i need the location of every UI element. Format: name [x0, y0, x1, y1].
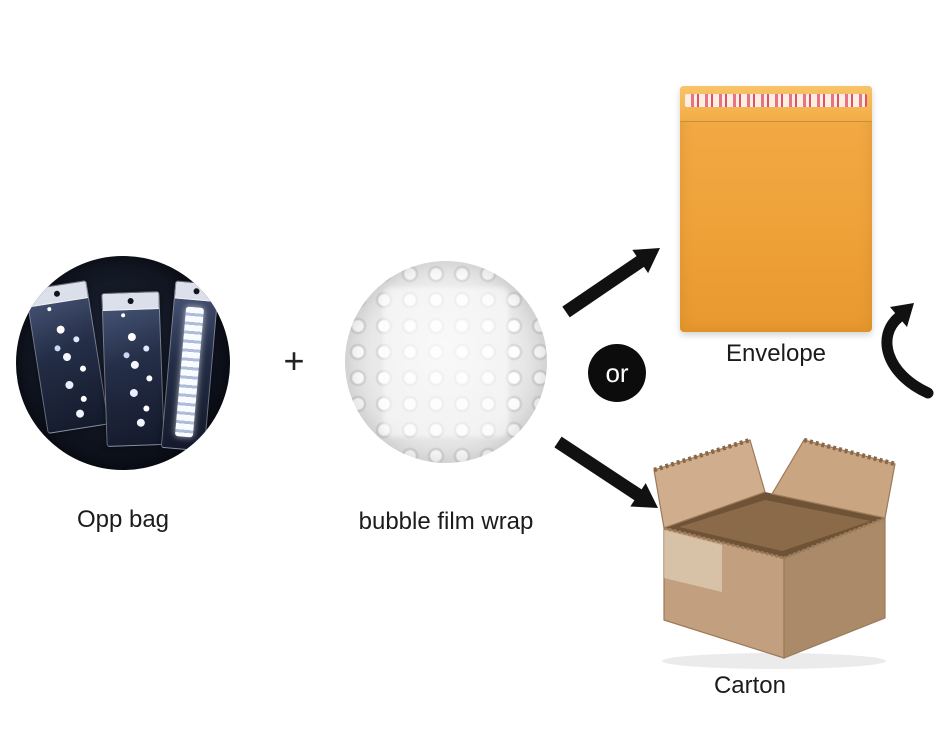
opp-bag-label: Opp bag	[76, 506, 170, 533]
carton-image	[653, 437, 896, 669]
jewelry-pouch	[101, 291, 165, 447]
opp-bag-photo	[16, 256, 230, 470]
plus-sign: +	[283, 340, 305, 381]
corrugation-edge	[803, 437, 896, 467]
envelope-flap	[680, 86, 872, 122]
carton-label-patch	[664, 530, 722, 592]
arrow-to-carton-icon	[554, 436, 658, 508]
carton-label: Carton	[713, 672, 787, 699]
pouch-hang-tab	[102, 292, 159, 312]
corrugation-edge	[653, 437, 751, 473]
pouch-hang-tab	[26, 281, 89, 308]
jewelry-pouch	[160, 280, 220, 452]
jewelry-pouch	[24, 280, 110, 434]
photo-highlight	[345, 261, 547, 463]
or-badge: or	[588, 344, 646, 402]
or-badge-label: or	[605, 357, 629, 388]
corrugation-rim	[783, 516, 886, 560]
bubble-wrap-photo	[345, 261, 547, 463]
carton-right-flap	[771, 439, 896, 519]
jewelry-sparkle-cluster	[47, 306, 52, 312]
envelope-tamper-strip	[685, 94, 867, 107]
corrugation-rim	[663, 526, 785, 560]
carton-interior-walls	[679, 500, 871, 551]
arrow-to-envelope-icon	[562, 248, 660, 318]
bubble-wrap-label: bubble film wrap	[358, 508, 534, 535]
jewelry-sparkle-cluster	[121, 313, 126, 318]
curved-return-arrow-icon	[881, 303, 934, 399]
envelope-label: Envelope	[725, 340, 827, 367]
carton-shadow	[662, 653, 886, 669]
pouch-hang-tab	[174, 281, 219, 303]
rhinestone-strip	[174, 306, 205, 438]
envelope-image	[680, 86, 872, 332]
